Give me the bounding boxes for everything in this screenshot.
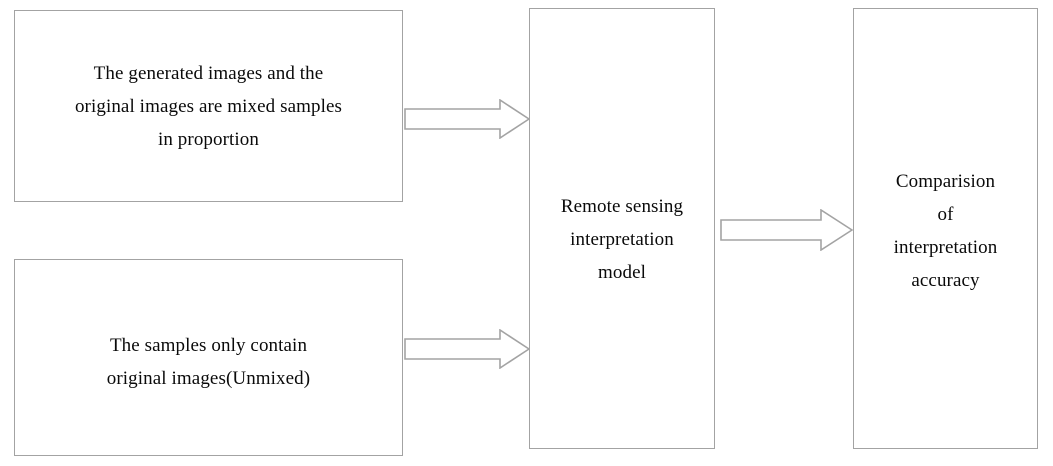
node-remote-sensing-interpretation-model: Remote sensing interpretation model — [529, 8, 715, 449]
node-mixed-samples: The generated images and the original im… — [14, 10, 403, 202]
arrow-right-icon-unmixed-to-model — [404, 329, 530, 369]
node-model-label: Remote sensing interpretation model — [560, 196, 684, 283]
node-mixed-samples-label: The generated images and the original im… — [74, 63, 343, 150]
node-comparison-of-interpretation-accuracy: Comparision of interpretation accuracy — [853, 8, 1038, 449]
node-comparison-label: Comparision of interpretation accuracy — [893, 171, 998, 291]
arrow-right-icon-model-to-comparison — [720, 209, 853, 251]
node-unmixed-samples-label: The samples only contain original images… — [106, 335, 311, 389]
arrow-right-icon-mixed-to-model — [404, 99, 530, 139]
node-unmixed-samples: The samples only contain original images… — [14, 259, 403, 456]
